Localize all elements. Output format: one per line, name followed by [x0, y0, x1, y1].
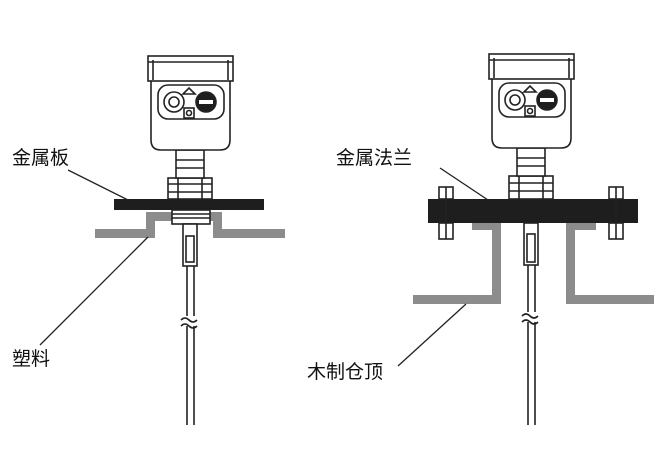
right-roof-label: 木制仓顶 — [307, 361, 384, 383]
right-nozzle-left — [492, 222, 501, 304]
right-metal-flange — [428, 199, 638, 223]
right-flange-leader — [439, 167, 489, 201]
nut-icon — [524, 105, 536, 117]
left-plastic-left — [95, 229, 155, 238]
left-housing-cap — [147, 55, 234, 82]
right-probe-narrow — [526, 233, 536, 263]
left-plate-leader — [67, 169, 131, 202]
right-hex-nut — [508, 175, 554, 200]
right-roof-right — [566, 295, 654, 304]
right-roof-leader — [397, 303, 467, 367]
right-break-icon — [521, 313, 539, 325]
left-break-icon — [180, 317, 198, 329]
right-assembly — [413, 53, 654, 425]
left-thread — [171, 209, 211, 225]
left-hex-nut — [167, 177, 213, 200]
right-nozzle-top-right — [566, 222, 596, 230]
left-neck — [175, 149, 205, 179]
right-neck — [516, 147, 546, 177]
right-nozzle-top-left — [472, 222, 501, 230]
left-plate-label: 金属板 — [12, 147, 70, 169]
left-plastic-leader — [39, 236, 149, 346]
right-housing-cap — [488, 53, 575, 80]
left-plastic-right — [213, 229, 285, 238]
left-assembly — [95, 55, 285, 425]
nut-icon — [183, 107, 195, 119]
right-flange-label: 金属法兰 — [336, 147, 413, 169]
right-roof-left — [413, 295, 501, 304]
right-nozzle-right — [566, 222, 575, 304]
left-plastic-label: 塑料 — [12, 348, 51, 370]
left-plastic-right-riser — [213, 212, 222, 238]
left-plastic-left-top — [146, 212, 174, 221]
left-plastic-left-riser — [146, 212, 155, 238]
left-metal-plate — [114, 199, 264, 210]
left-probe-narrow — [185, 235, 195, 263]
